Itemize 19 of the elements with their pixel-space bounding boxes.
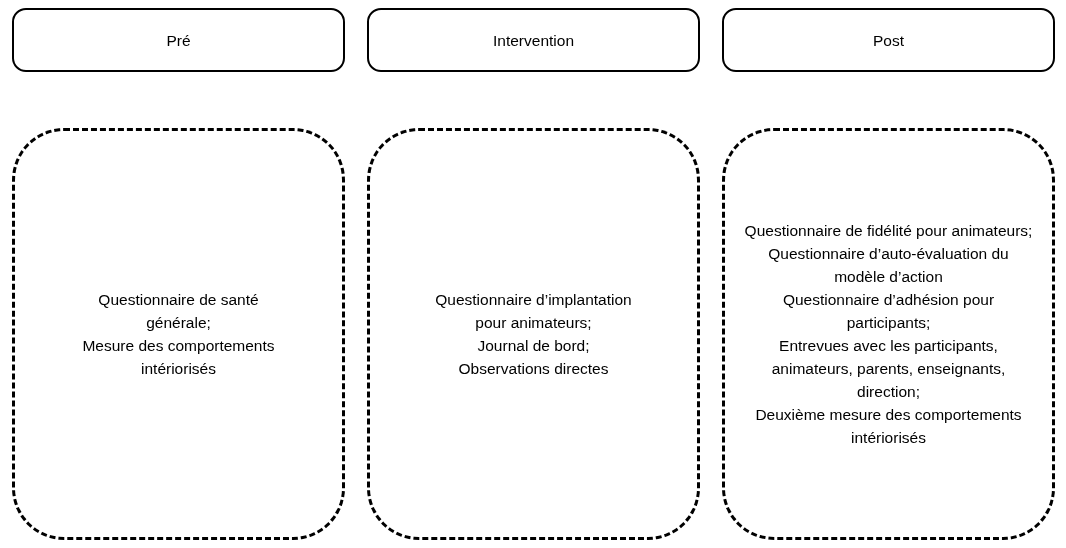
measures-box: [722, 128, 1055, 540]
phase-title: Pré: [166, 30, 191, 51]
measures-box: [367, 128, 700, 540]
measure-text: Questionnaire d’implantation pour animateurs;: [434, 290, 633, 333]
measure-text: Observations directes: [458, 359, 609, 379]
measure-text: Questionnaire de fidélité pour animateurs;: [744, 221, 1033, 241]
measure-text: Deuxième mesure des comportements intériorisés: [754, 405, 1023, 448]
phase-title: Intervention: [493, 30, 574, 51]
phase-header-box: [367, 8, 700, 72]
measure-text: Mesure des comportements intériorisés: [81, 336, 276, 379]
phase-title: Post: [873, 30, 904, 51]
phase-header-box: [722, 8, 1055, 72]
measure-text: Journal de bord;: [477, 336, 590, 356]
measure-text: Entrevues avec les participants, animateurs, parents, enseignants, direction;: [770, 336, 1007, 402]
measure-text: Questionnaire d’auto-évaluation du modèle d’action: [767, 244, 1010, 287]
measure-text: Questionnaire de santé générale;: [97, 290, 260, 333]
measure-text: Questionnaire d’adhésion pour participants;: [781, 290, 996, 333]
measures-box: [12, 128, 345, 540]
phase-header-box: [12, 8, 345, 72]
